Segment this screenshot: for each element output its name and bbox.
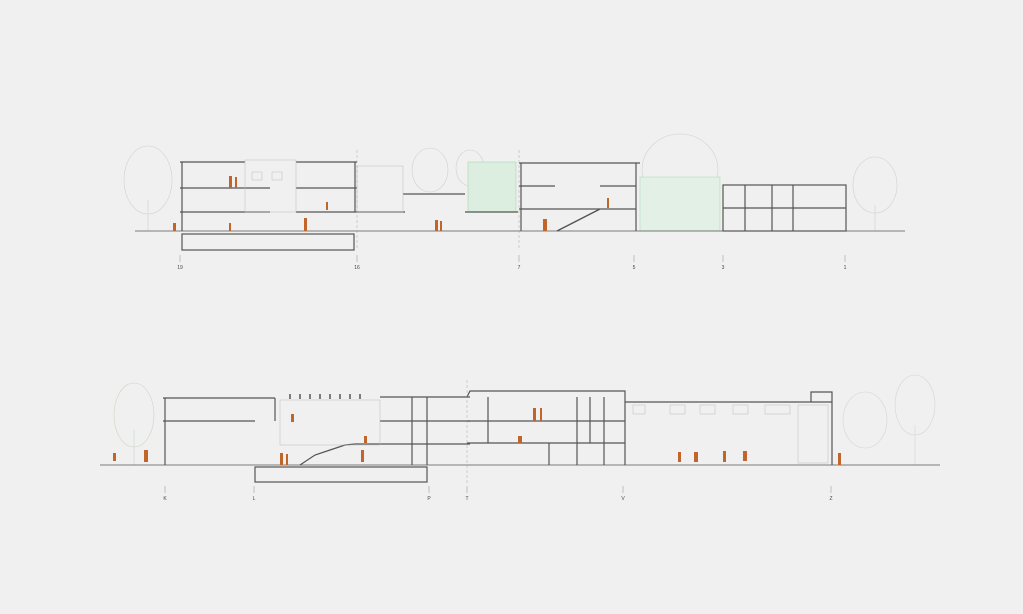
axis-label: 1 bbox=[844, 265, 847, 271]
facade-lines bbox=[244, 159, 404, 213]
axis-label: 19 bbox=[177, 265, 183, 271]
axis-label: T bbox=[465, 496, 468, 502]
axis-label: L bbox=[253, 496, 256, 502]
axis-label: Z bbox=[829, 496, 832, 502]
green-facade bbox=[639, 176, 721, 232]
lower-section: K L P T V Z bbox=[100, 374, 940, 502]
building-structure bbox=[180, 161, 847, 251]
tree-icon bbox=[113, 382, 155, 465]
building-structure bbox=[163, 390, 833, 483]
axis-label: P bbox=[427, 496, 431, 502]
facade-lines bbox=[279, 399, 829, 464]
people-figures bbox=[113, 408, 841, 465]
upper-section: 19 16 7 5 3 1 bbox=[123, 133, 905, 271]
axis-label: K bbox=[163, 496, 167, 502]
axis-label: 7 bbox=[518, 265, 521, 271]
tree-icon bbox=[842, 374, 936, 465]
axis-label: 3 bbox=[722, 265, 725, 271]
axis-ticks bbox=[179, 255, 846, 262]
green-facade bbox=[467, 161, 517, 213]
axis-label: V bbox=[621, 496, 625, 502]
axis-ticks bbox=[164, 486, 832, 493]
axis-label: 16 bbox=[354, 265, 360, 271]
axis-label: 5 bbox=[633, 265, 636, 271]
roof-louvres bbox=[289, 394, 361, 399]
people-figures bbox=[173, 176, 609, 231]
